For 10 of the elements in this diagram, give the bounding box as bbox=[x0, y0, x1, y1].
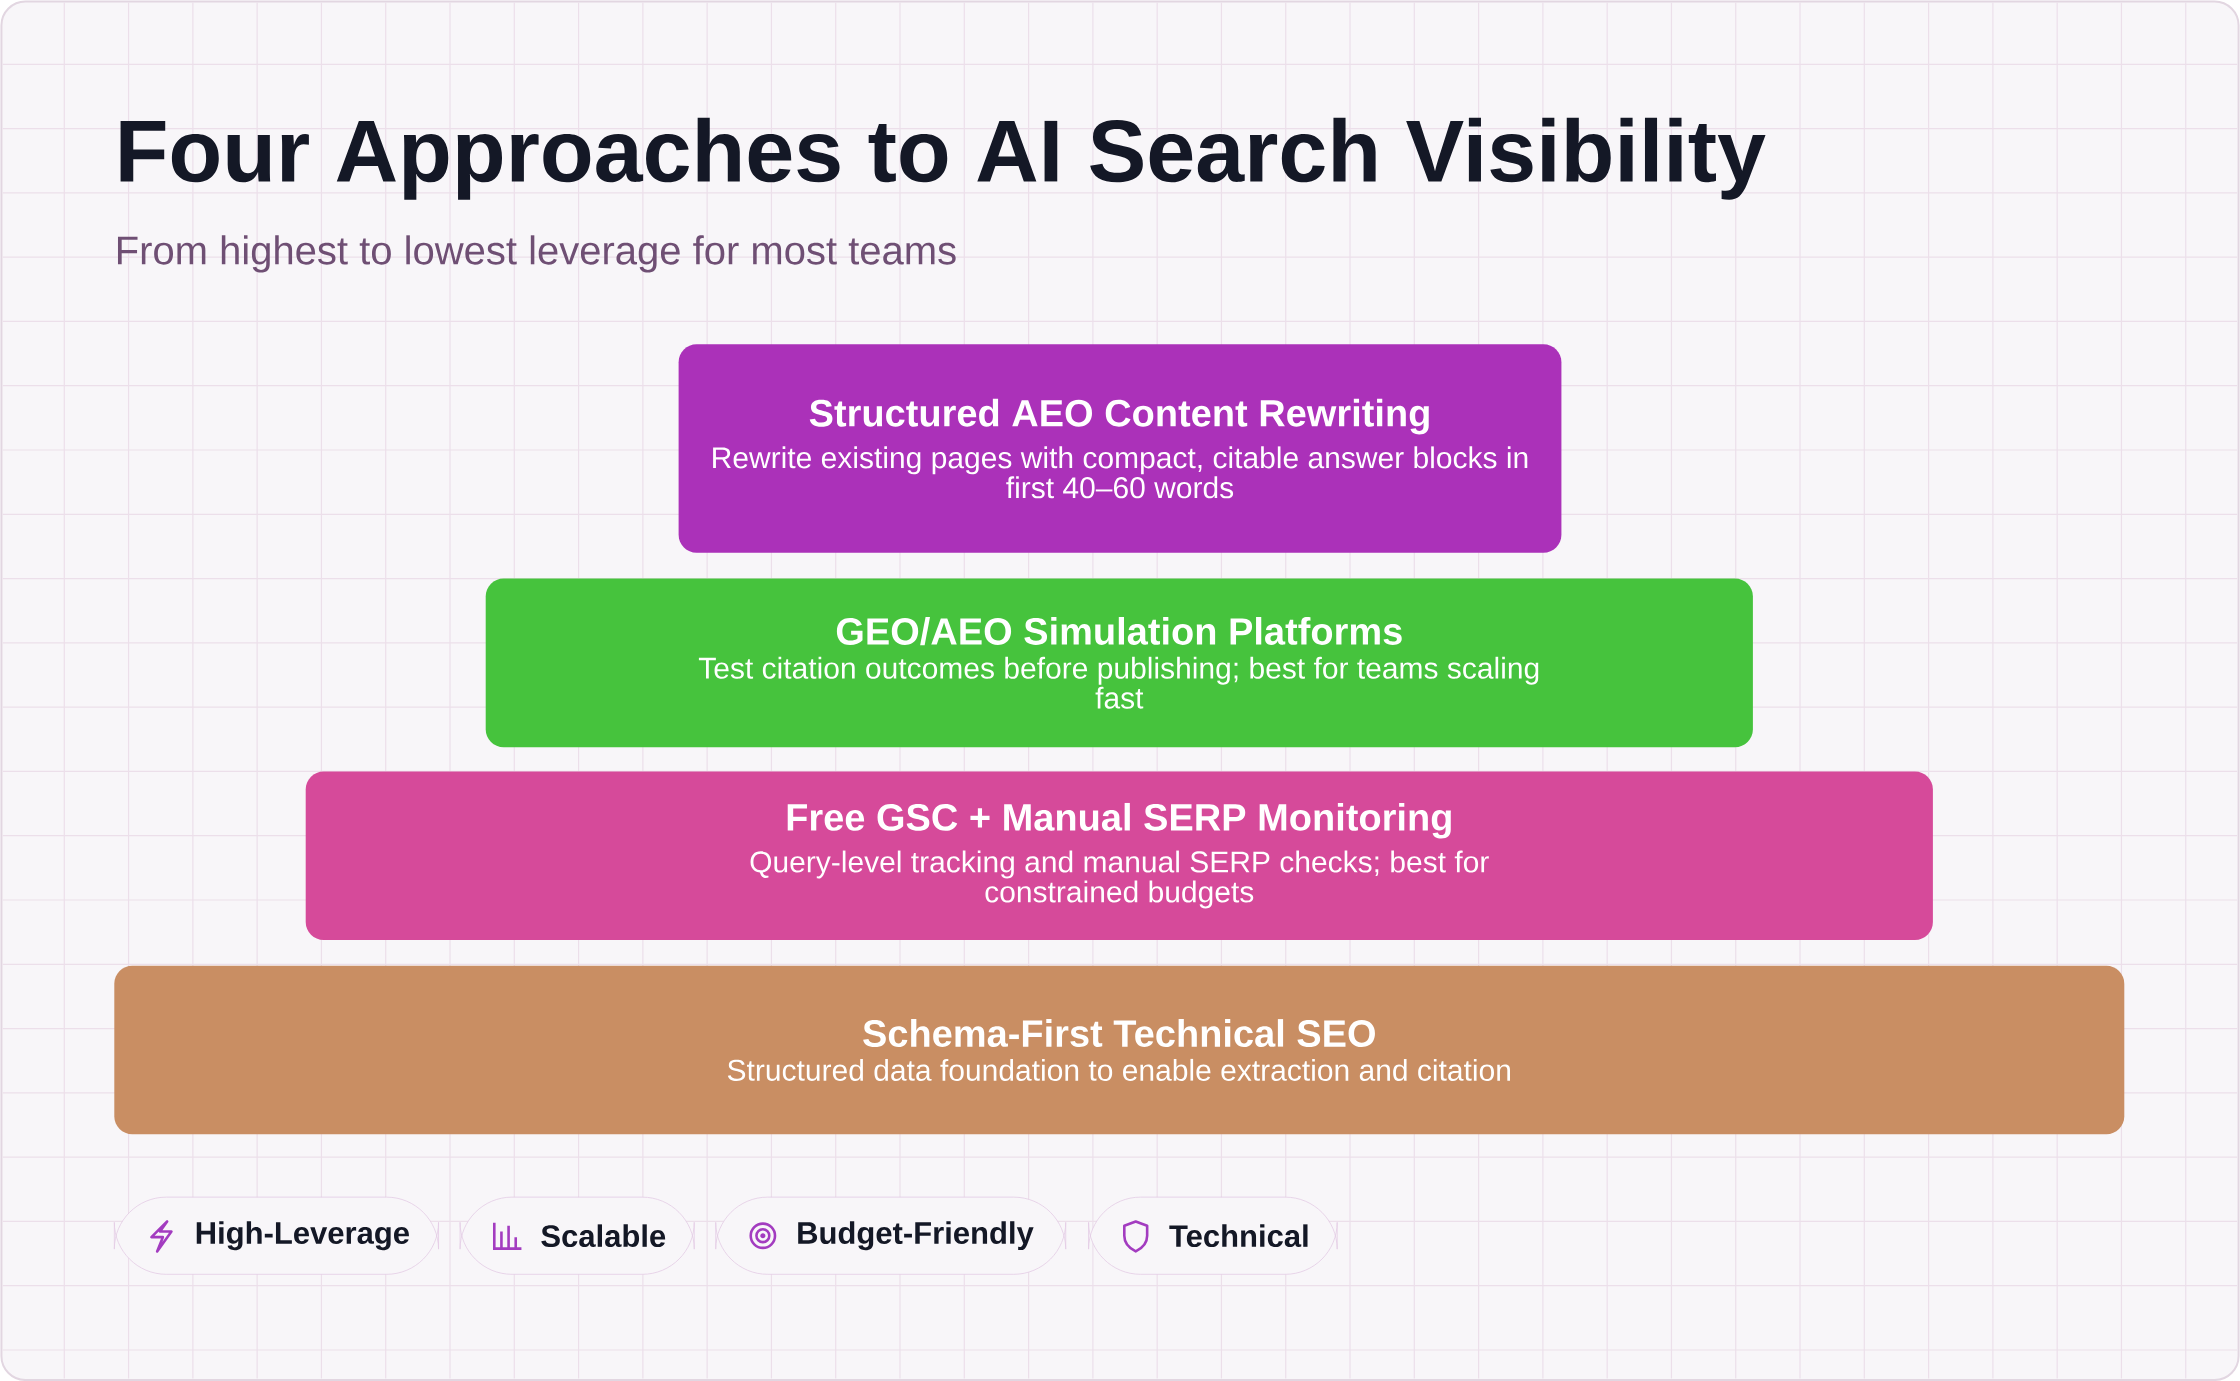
approach-box: GEO/AEO Simulation Platforms Test citation outcomes before publishing; best for teams scaling fast bbox=[485, 578, 1753, 747]
subtitle: From highest to lowest leverage for most teams bbox=[118, 235, 956, 273]
legend-label: Budget-Friendly bbox=[798, 1221, 1034, 1250]
legend-label: Scalable bbox=[541, 1224, 666, 1247]
title: Four Approaches to AI Search Visibility bbox=[120, 117, 1766, 200]
approach-box: Free GSC + Manual SERP Monitoring Query-level tracking and manual SERP checks; best for constrained budgets bbox=[305, 771, 1933, 940]
legend-label: Technical bbox=[1169, 1224, 1308, 1247]
approach-box: Schema-First Technical SEO Structured data foundation to enable extraction and citation bbox=[114, 965, 2125, 1135]
legend-label: High-Leverage bbox=[196, 1221, 409, 1250]
approach-box: Structured AEO Content Rewriting Rewrite existing pages with compact, citable answer blocks in first 40–60 words bbox=[678, 344, 1562, 553]
